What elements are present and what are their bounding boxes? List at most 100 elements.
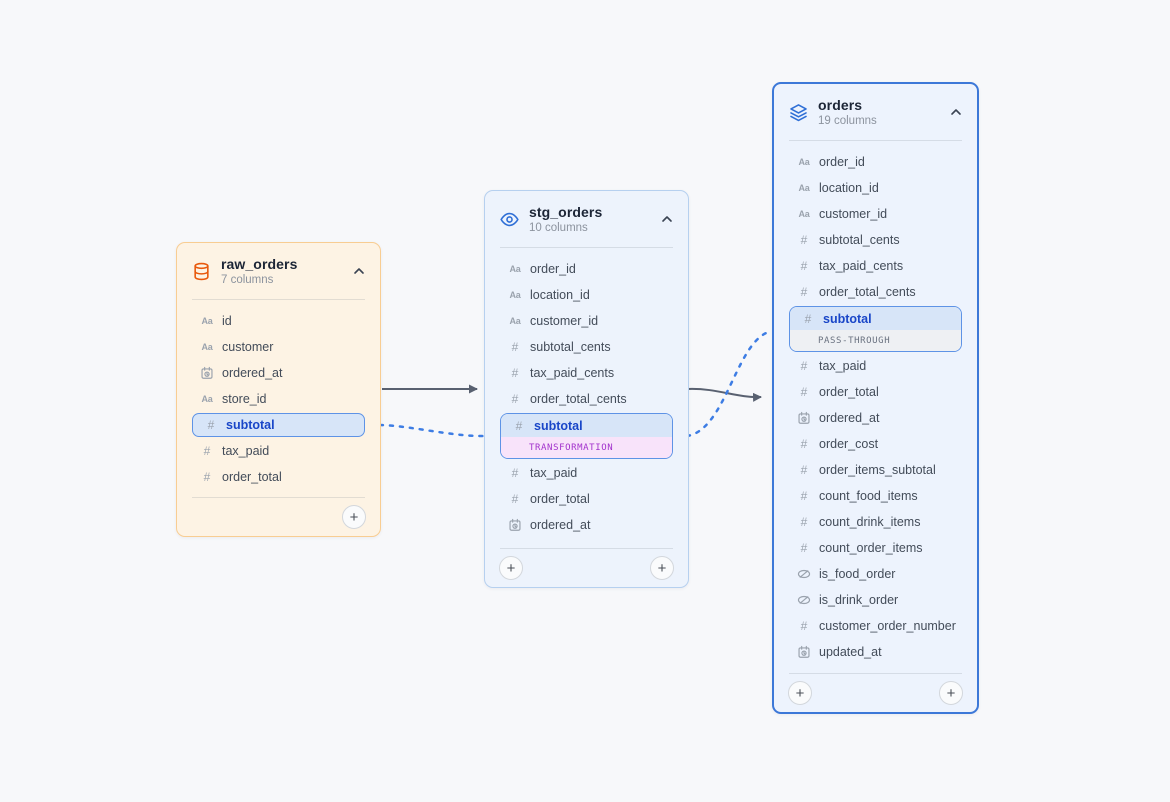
field-row-ordered-at[interactable]: ordered_at <box>774 405 977 431</box>
field-row-order-items-subtotal[interactable]: # order_items_subtotal <box>774 457 977 483</box>
field-list: Aa order_id Aa location_id Aa customer_i… <box>485 248 688 548</box>
field-row-location-id[interactable]: Aa location_id <box>774 175 977 201</box>
add-downstream-button[interactable]: + <box>650 556 674 580</box>
add-upstream-button[interactable]: + <box>499 556 523 580</box>
field-row-tax-paid[interactable]: # tax_paid <box>774 353 977 379</box>
field-row-ordered-at[interactable]: ordered_at <box>177 360 380 386</box>
chevron-up-icon[interactable] <box>351 263 367 279</box>
field-row-order-total[interactable]: # order_total <box>774 379 977 405</box>
text-type-icon: Aa <box>201 342 213 352</box>
number-type-icon: # <box>800 385 808 399</box>
number-type-icon: # <box>800 541 808 555</box>
field-name: count_order_items <box>819 541 923 555</box>
field-row-subtotal-selected[interactable]: # subtotal <box>192 413 365 437</box>
chevron-up-icon[interactable] <box>659 211 675 227</box>
field-name: store_id <box>222 392 267 406</box>
node-title: stg_orders <box>529 204 603 220</box>
field-name: subtotal <box>534 418 583 433</box>
chevron-up-icon[interactable] <box>948 104 964 120</box>
field-row-tax-paid[interactable]: # tax_paid <box>485 460 688 486</box>
view-eye-icon <box>500 210 519 229</box>
divider <box>500 548 673 549</box>
field-name: ordered_at <box>530 518 591 532</box>
field-row-count-drink-items[interactable]: # count_drink_items <box>774 509 977 535</box>
boolean-type-icon <box>796 567 812 581</box>
field-row-subtotal-cents[interactable]: # subtotal_cents <box>774 227 977 253</box>
field-name: count_drink_items <box>819 515 921 529</box>
node-orders[interactable]: orders 19 columns Aa order_id Aa locatio… <box>772 82 979 714</box>
number-type-icon: # <box>800 437 808 451</box>
field-name: tax_paid <box>819 359 867 373</box>
field-row-is-drink-order[interactable]: is_drink_order <box>774 587 977 613</box>
edge-model-stg-to-orders <box>687 387 762 402</box>
field-name: tax_paid_cents <box>819 259 904 273</box>
field-name: location_id <box>530 288 590 302</box>
field-row-id[interactable]: Aa id <box>177 308 380 334</box>
field-name: count_food_items <box>819 489 918 503</box>
field-row-customer-id[interactable]: Aa customer_id <box>774 201 977 227</box>
number-type-icon: # <box>511 392 519 406</box>
field-row-subtotal-selected[interactable]: # subtotal TRANSFORMATION <box>500 413 673 459</box>
field-row-tax-paid-cents[interactable]: # tax_paid_cents <box>485 360 688 386</box>
field-row-customer-id[interactable]: Aa customer_id <box>485 308 688 334</box>
field-row-count-order-items[interactable]: # count_order_items <box>774 535 977 561</box>
field-row-order-total-cents[interactable]: # order_total_cents <box>485 386 688 412</box>
field-row-location-id[interactable]: Aa location_id <box>485 282 688 308</box>
text-type-icon: Aa <box>509 316 521 326</box>
add-downstream-button[interactable]: + <box>939 681 963 705</box>
field-row-is-food-order[interactable]: is_food_order <box>774 561 977 587</box>
number-type-icon: # <box>800 285 808 299</box>
field-row-order-total[interactable]: # order_total <box>485 486 688 512</box>
node-column-count: 19 columns <box>818 115 877 127</box>
number-type-icon: # <box>804 311 812 326</box>
field-name: customer_order_number <box>819 619 956 633</box>
pass-through-badge: PASS-THROUGH <box>790 330 961 351</box>
field-name: customer_id <box>819 207 888 221</box>
field-name: id <box>222 314 232 328</box>
field-name: order_total <box>530 492 590 506</box>
node-header[interactable]: stg_orders 10 columns <box>485 191 688 247</box>
database-icon <box>192 262 211 281</box>
add-upstream-button[interactable]: + <box>788 681 812 705</box>
field-row-order-id[interactable]: Aa order_id <box>485 256 688 282</box>
field-row-updated-at[interactable]: updated_at <box>774 639 977 665</box>
field-name: customer <box>222 340 274 354</box>
field-row-order-total[interactable]: # order_total <box>177 464 380 490</box>
field-name: order_id <box>819 155 865 169</box>
number-type-icon: # <box>800 463 808 477</box>
node-raw-orders[interactable]: raw_orders 7 columns Aa id Aa customer o… <box>176 242 381 537</box>
field-row-count-food-items[interactable]: # count_food_items <box>774 483 977 509</box>
field-row-subtotal-selected[interactable]: # subtotal PASS-THROUGH <box>789 306 962 352</box>
field-row-tax-paid[interactable]: # tax_paid <box>177 438 380 464</box>
node-header[interactable]: raw_orders 7 columns <box>177 243 380 299</box>
node-column-count: 10 columns <box>529 222 588 234</box>
field-row-tax-paid-cents[interactable]: # tax_paid_cents <box>774 253 977 279</box>
add-downstream-button[interactable]: + <box>342 505 366 529</box>
field-name: updated_at <box>819 645 882 659</box>
field-name: order_total <box>819 385 879 399</box>
field-name: location_id <box>819 181 879 195</box>
node-column-count: 7 columns <box>221 274 274 286</box>
node-header[interactable]: orders 19 columns <box>774 84 977 140</box>
divider <box>192 497 365 498</box>
divider <box>789 673 962 674</box>
field-name: tax_paid <box>530 466 578 480</box>
field-row-order-id[interactable]: Aa order_id <box>774 149 977 175</box>
field-row-customer-order-number[interactable]: # customer_order_number <box>774 613 977 639</box>
field-row-store-id[interactable]: Aa store_id <box>177 386 380 412</box>
field-row-subtotal-cents[interactable]: # subtotal_cents <box>485 334 688 360</box>
node-stg-orders[interactable]: stg_orders 10 columns Aa order_id Aa loc… <box>484 190 689 588</box>
node-title: raw_orders <box>221 256 298 272</box>
transformation-badge: TRANSFORMATION <box>501 437 672 458</box>
field-row-order-cost[interactable]: # order_cost <box>774 431 977 457</box>
field-row-order-total-cents[interactable]: # order_total_cents <box>774 279 977 305</box>
field-row-customer[interactable]: Aa customer <box>177 334 380 360</box>
number-type-icon: # <box>511 466 519 480</box>
field-name: subtotal_cents <box>530 340 611 354</box>
text-type-icon: Aa <box>798 157 810 167</box>
date-type-icon <box>796 411 812 425</box>
number-type-icon: # <box>800 259 808 273</box>
number-type-icon: # <box>511 340 519 354</box>
boolean-type-icon <box>796 593 812 607</box>
field-row-ordered-at[interactable]: ordered_at <box>485 512 688 538</box>
